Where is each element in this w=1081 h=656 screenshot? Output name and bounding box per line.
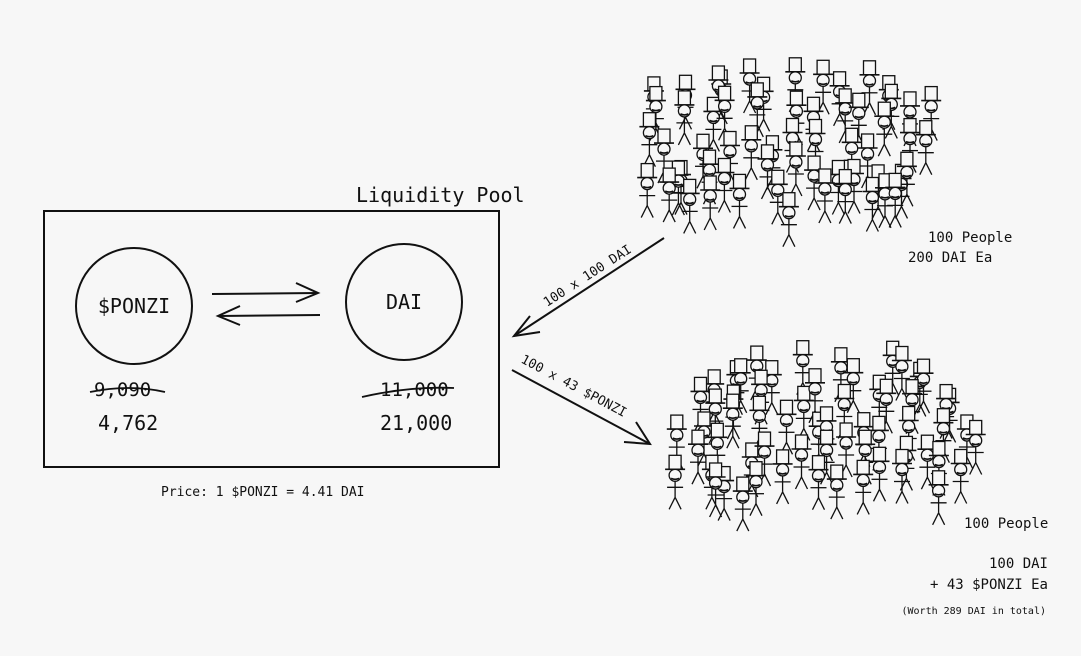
dai-token-circle (345, 243, 463, 361)
price-label: Price: 1 $PONZI = 4.41 DAI (161, 485, 365, 500)
bottom-holdings-ponzi: + 43 $PONZI Ea (930, 577, 1048, 593)
strikethrough (361, 386, 455, 398)
stick-figure-top-hat-icon (713, 157, 736, 214)
stick-figure-top-hat-icon (740, 125, 763, 181)
stick-figure-top-hat-icon (914, 119, 937, 176)
stick-figure-top-hat-icon (771, 449, 794, 505)
strikethrough (89, 387, 166, 393)
stick-figure-top-hat-icon (852, 459, 875, 516)
ponzi-old-amount: 9,090 (94, 379, 151, 401)
deposit-arrow: 100 x 100 DAI (511, 237, 665, 338)
top-holdings: 200 DAI Ea (908, 250, 992, 266)
stick-figure-top-hat-icon (807, 454, 830, 511)
ponzi-new-amount: 4,762 (98, 411, 158, 435)
stick-figure-top-hat-icon (790, 434, 813, 490)
pool-title: Liquidity Pool (356, 183, 525, 207)
bottom-worth-note: (Worth 289 DAI in total) (902, 606, 1047, 617)
top-people-count: 100 People (928, 230, 1012, 246)
ponzi-token-circle (75, 247, 193, 365)
withdraw-arrow: 100 x 43 $PONZI (511, 352, 652, 446)
swap-arrows-icon (211, 282, 321, 326)
stick-figure-top-hat-icon (825, 464, 848, 520)
liquidity-pool: Liquidity Pool $PONZI DAI 9,090 4,762 11… (43, 183, 525, 468)
stick-figure-top-hat-icon (699, 175, 722, 231)
dai-token-label: DAI (386, 290, 422, 314)
stick-figure-top-hat-icon (728, 173, 751, 230)
ponzi-token-label: $PONZI (98, 294, 170, 318)
stick-figure-top-hat-icon (927, 469, 950, 526)
dai-new-amount: 21,000 (380, 411, 452, 435)
withdraw-arrow-label: 100 x 43 $PONZI (518, 352, 629, 420)
stick-figure-top-hat-icon (673, 90, 696, 146)
stick-figure-top-hat-icon (664, 454, 686, 511)
deposit-arrow-label: 100 x 100 DAI (541, 242, 635, 310)
stick-figure-top-hat-icon (636, 162, 659, 219)
crowd-bottom (664, 339, 987, 532)
bottom-holdings-dai: 100 DAI (989, 556, 1048, 572)
bottom-people-count: 100 People (964, 516, 1048, 532)
crowd-top (636, 57, 943, 248)
pool-box (43, 210, 500, 468)
stick-figure-top-hat-icon (775, 399, 798, 456)
dai-old-amount: 11,000 (380, 379, 449, 401)
stick-figure-top-hat-icon (731, 476, 754, 532)
